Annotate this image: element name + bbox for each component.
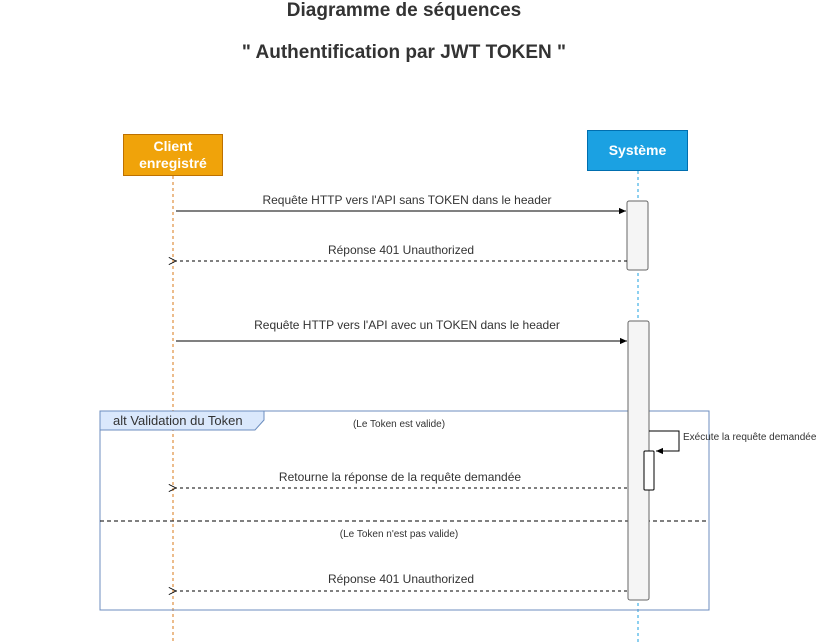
self-message-label: Exécute la requête demandée [683,432,817,443]
alt-guard-valid: (Le Token est valide) [352,419,446,430]
message-label-4: Retourne la réponse de la requête demand… [278,470,522,484]
alt-fragment-label: alt Validation du Token [113,413,243,428]
actor-client-label: Client enregistré [139,138,207,171]
alt-fragment [99,410,710,611]
self-message-arrow [649,430,680,455]
actor-system: Système [587,130,688,171]
diagram-title: Diagramme de séquences [286,0,522,21]
message-label-5: Réponse 401 Unauthorized [327,572,475,586]
alt-guard-invalid: (Le Token n'est pas valide) [339,529,459,540]
message-label-3: Requête HTTP vers l'API avec un TOKEN da… [254,318,560,332]
activation-box-1 [626,200,649,271]
actor-system-label: Système [608,142,667,158]
diagram-subtitle: " Authentification par JWT TOKEN " [241,42,567,63]
actor-client: Client enregistré [123,134,223,176]
message-label-2: Réponse 401 Unauthorized [327,243,475,257]
alt-fragment-tab [99,410,265,431]
message-label-1: Requête HTTP vers l'API sans TOKEN dans … [262,193,552,207]
activation-box-self [643,450,655,491]
